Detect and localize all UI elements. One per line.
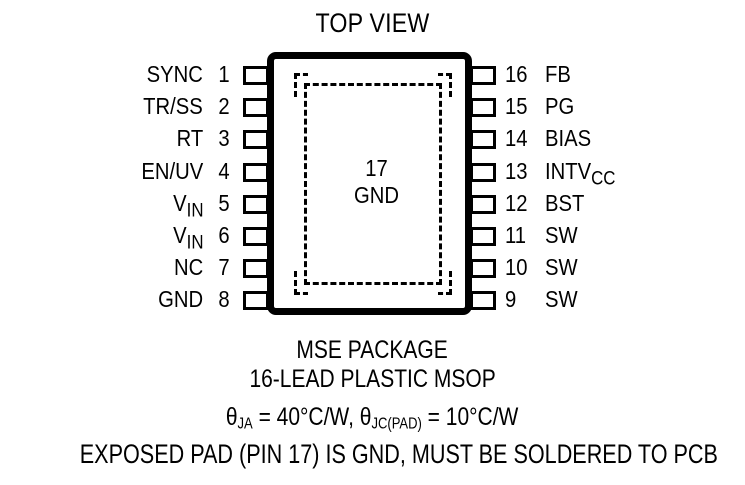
pin-lead-15 [470,98,496,118]
pin-label-text: EN/UV [141,157,203,184]
pin-label-text: TR/SS [143,93,203,120]
pin-number-7: 7 [218,254,230,281]
pin-row-left-2: TR/SS 2 [60,95,235,118]
pin-number-4: 4 [218,157,230,184]
pad-corner-mask-bottom [308,287,438,297]
pin-number-16: 16 [505,61,528,87]
pin-lead-14 [470,130,496,150]
pin-label-subscript: IN [186,200,203,222]
pin-lead-6 [243,227,269,246]
pin-row-left-3: RT 3 [60,127,235,150]
package-body-outline: 17 GND [267,52,472,315]
pin-lead-1 [243,66,269,85]
theta-jc-subscript: JC(PAD) [371,415,423,433]
pin-label-subscript: CC [591,168,616,190]
theta-ja-subscript: JA [237,415,254,433]
pin-row-right-16: 16 FB [505,63,735,86]
pin-label-text: SW [545,222,578,248]
pin-lead-13 [470,162,496,182]
pin-number-15: 15 [505,93,528,120]
pin-label-text: INTVCC [545,157,616,190]
pin-number-9: 9 [505,286,517,313]
pin-label-text: SW [545,254,578,281]
pin-lead-2 [243,98,269,118]
pin-number-10: 10 [505,254,528,281]
pin-lead-8 [243,291,269,311]
pin-label-text: BST [545,189,585,216]
theta-jc-symbol: θ [360,403,372,431]
exposed-pad-name: GND [354,182,399,208]
pin-lead-16 [470,66,496,85]
pin-row-left-6: VIN 6 [60,224,235,255]
pin-lead-4 [243,162,269,182]
pin-number-3: 3 [218,125,230,152]
pad-corner-mask-right [446,99,456,269]
pin-label-text: PG [545,93,575,120]
pin-row-right-15: 15 PG [505,95,735,118]
exposed-pad-number: 17 [365,155,388,181]
pin-row-right-9: 9 SW [505,288,735,311]
page-title: TOP VIEW [315,8,430,38]
caption-package-name-text: MSE PACKAGE [296,336,449,364]
pin-number-13: 13 [505,157,528,184]
pin-lead-7 [243,259,269,279]
pin-row-left-8: GND 8 [60,288,235,311]
pin-label-text: GND [158,286,203,313]
pin-lead-11 [470,227,496,246]
pin-number-8: 8 [218,286,230,313]
pin-number-11: 11 [505,222,527,248]
pin-label-text: NC [173,254,203,281]
theta-ja-symbol: θ [226,403,238,431]
pin-number-6: 6 [218,222,230,248]
pin-row-right-14: 14 BIAS [505,127,735,150]
pad-corner-mask-top [308,69,438,79]
pin-row-right-12: 12 BST [505,189,735,216]
pad-corner-mask-left [290,99,300,269]
pin-label-text: VIN [172,222,203,254]
caption-exposed-pad-note-text: EXPOSED PAD (PIN 17) IS GND, MUST BE SOL… [79,439,718,469]
exposed-pad-label: 17 GND [286,155,466,209]
pin-label-text: SW [545,286,578,313]
pin-label-subscript: IN [186,232,203,254]
pin-label-text: BIAS [545,125,592,152]
caption-exposed-pad-note: EXPOSED PAD (PIN 17) IS GND, MUST BE SOL… [0,438,745,470]
pin-row-right-10: 10 SW [505,256,735,279]
pin-row-right-13: 13 INTVCC [505,157,735,191]
caption-lead-description-text: 16-LEAD PLASTIC MSOP [249,365,496,393]
pin-lead-3 [243,130,269,150]
pin-label-text: VIN [172,189,203,222]
caption-package-name: MSE PACKAGE [0,336,745,365]
theta-ja-value: = 40°C/W, [253,403,361,431]
exposed-pad-inner-outline [304,83,442,285]
pin-row-left-4: EN/UV 4 [60,157,235,184]
pin-row-left-7: NC 7 [60,256,235,279]
pin-lead-12 [470,194,496,214]
pin-number-14: 14 [505,125,528,152]
pin-lead-10 [470,259,496,279]
pin-number-12: 12 [505,189,528,216]
pin-row-right-11: 11 SW [505,224,735,247]
pin-row-left-5: VIN 5 [60,189,235,223]
pin-number-1: 1 [218,61,230,87]
pin-number-5: 5 [218,189,230,216]
pin-label-text: RT [176,125,203,152]
caption-thermal-resistance-text: θJA = 40°C/W, θJC(PAD) = 10°C/W [226,402,519,440]
pin-number-2: 2 [218,93,230,120]
pin-lead-5 [243,194,269,214]
pin-lead-9 [470,291,496,311]
caption-thermal-resistance: θJA = 40°C/W, θJC(PAD) = 10°C/W [0,402,745,440]
theta-jc-value: = 10°C/W [422,403,519,431]
caption-lead-description: 16-LEAD PLASTIC MSOP [0,365,745,394]
pin-row-left-1: SYNC 1 [60,63,235,86]
pin-label-text: FB [545,61,571,87]
pin-label-text: SYNC [146,61,203,87]
